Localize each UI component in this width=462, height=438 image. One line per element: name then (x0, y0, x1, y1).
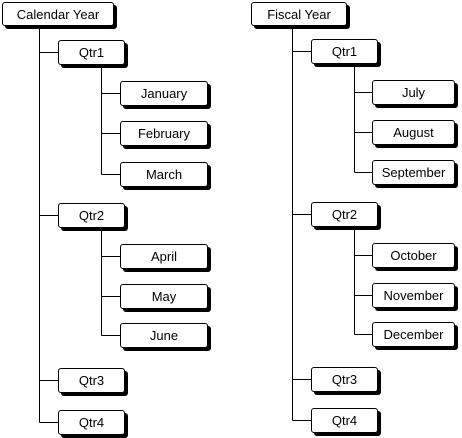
calendar-month-january: January (120, 81, 208, 106)
fiscal-year-root: Fiscal Year (251, 2, 347, 26)
fiscal-qtr2: Qtr2 (311, 202, 378, 227)
fiscal-qtr1: Qtr1 (311, 39, 378, 64)
calendar-month-april: April (120, 244, 208, 269)
fiscal-month-july: July (372, 80, 455, 105)
fiscal-qtr4: Qtr4 (311, 408, 378, 433)
fiscal-month-december: December (372, 322, 455, 347)
fiscal-qtr3: Qtr3 (311, 367, 378, 392)
calendar-month-may: May (120, 284, 208, 309)
calendar-qtr1: Qtr1 (58, 40, 125, 65)
fiscal-month-september: September (372, 160, 455, 185)
fiscal-month-november: November (372, 283, 455, 308)
calendar-year-root: Calendar Year (2, 2, 114, 26)
fiscal-month-august: August (372, 120, 455, 145)
calendar-month-february: February (120, 121, 208, 146)
calendar-qtr2: Qtr2 (58, 203, 125, 228)
calendar-month-march: March (120, 162, 208, 187)
calendar-qtr4: Qtr4 (58, 410, 125, 435)
calendar-month-june: June (120, 323, 208, 348)
calendar-qtr3: Qtr3 (58, 368, 125, 393)
fiscal-month-october: October (372, 243, 455, 268)
